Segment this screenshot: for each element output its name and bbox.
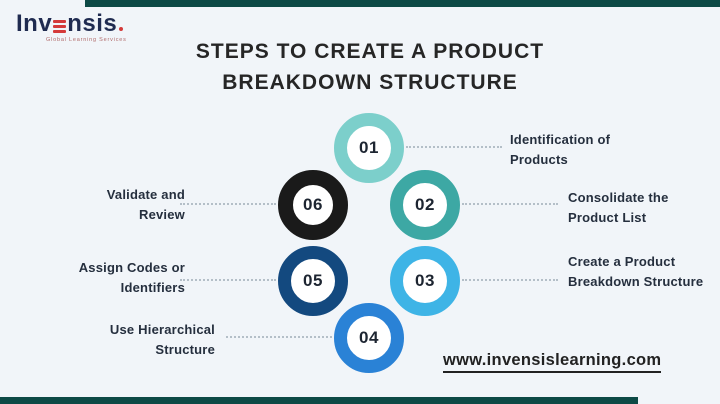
step-label-01: Identification of Products	[510, 132, 611, 167]
page-title-line1: STEPS TO CREATE A PRODUCT	[195, 40, 545, 63]
invensis-logo: Inv nsis Global Learning Services	[16, 12, 136, 44]
connector-step-03	[462, 279, 558, 281]
step-circle-06: 06	[278, 170, 348, 240]
step-label-03: Create a Product Breakdown Structure	[568, 254, 704, 289]
step-circle-05: 05	[278, 246, 348, 316]
connector-step-01	[406, 146, 502, 148]
step-label-04: Use Hierarchical Structure	[109, 322, 215, 357]
connector-step-02	[462, 203, 558, 205]
logo-dot-icon	[119, 27, 124, 31]
bottom-accent-bar	[0, 397, 638, 404]
logo-tagline: Global Learning Services	[46, 37, 127, 43]
step-label-02: Consolidate the Product List	[568, 190, 669, 225]
connector-step-05	[180, 279, 276, 281]
website-link[interactable]: www.invensislearning.com	[443, 351, 662, 373]
logo-wordmark: Inv nsis	[16, 12, 136, 36]
connector-step-04	[226, 336, 332, 338]
page-title-line2: BREAKDOWN STRUCTURE	[222, 71, 518, 94]
step-circle-04: 04	[334, 303, 404, 373]
step-label-06: Validate and Review	[106, 187, 185, 222]
step-circle-02: 02	[390, 170, 460, 240]
connector-step-06	[180, 203, 276, 205]
step-label-05: Assign Codes or Identifiers	[78, 260, 185, 295]
logo-text-left: Inv	[16, 10, 53, 37]
logo-text-right: nsis	[67, 10, 118, 37]
top-accent-bar	[85, 0, 720, 7]
page-title: STEPS TO CREATE A PRODUCT BREAKDOWN STRU…	[120, 36, 620, 98]
step-circle-01: 01	[334, 113, 404, 183]
step-circle-03: 03	[390, 246, 460, 316]
logo-e-bars-icon	[53, 19, 67, 33]
